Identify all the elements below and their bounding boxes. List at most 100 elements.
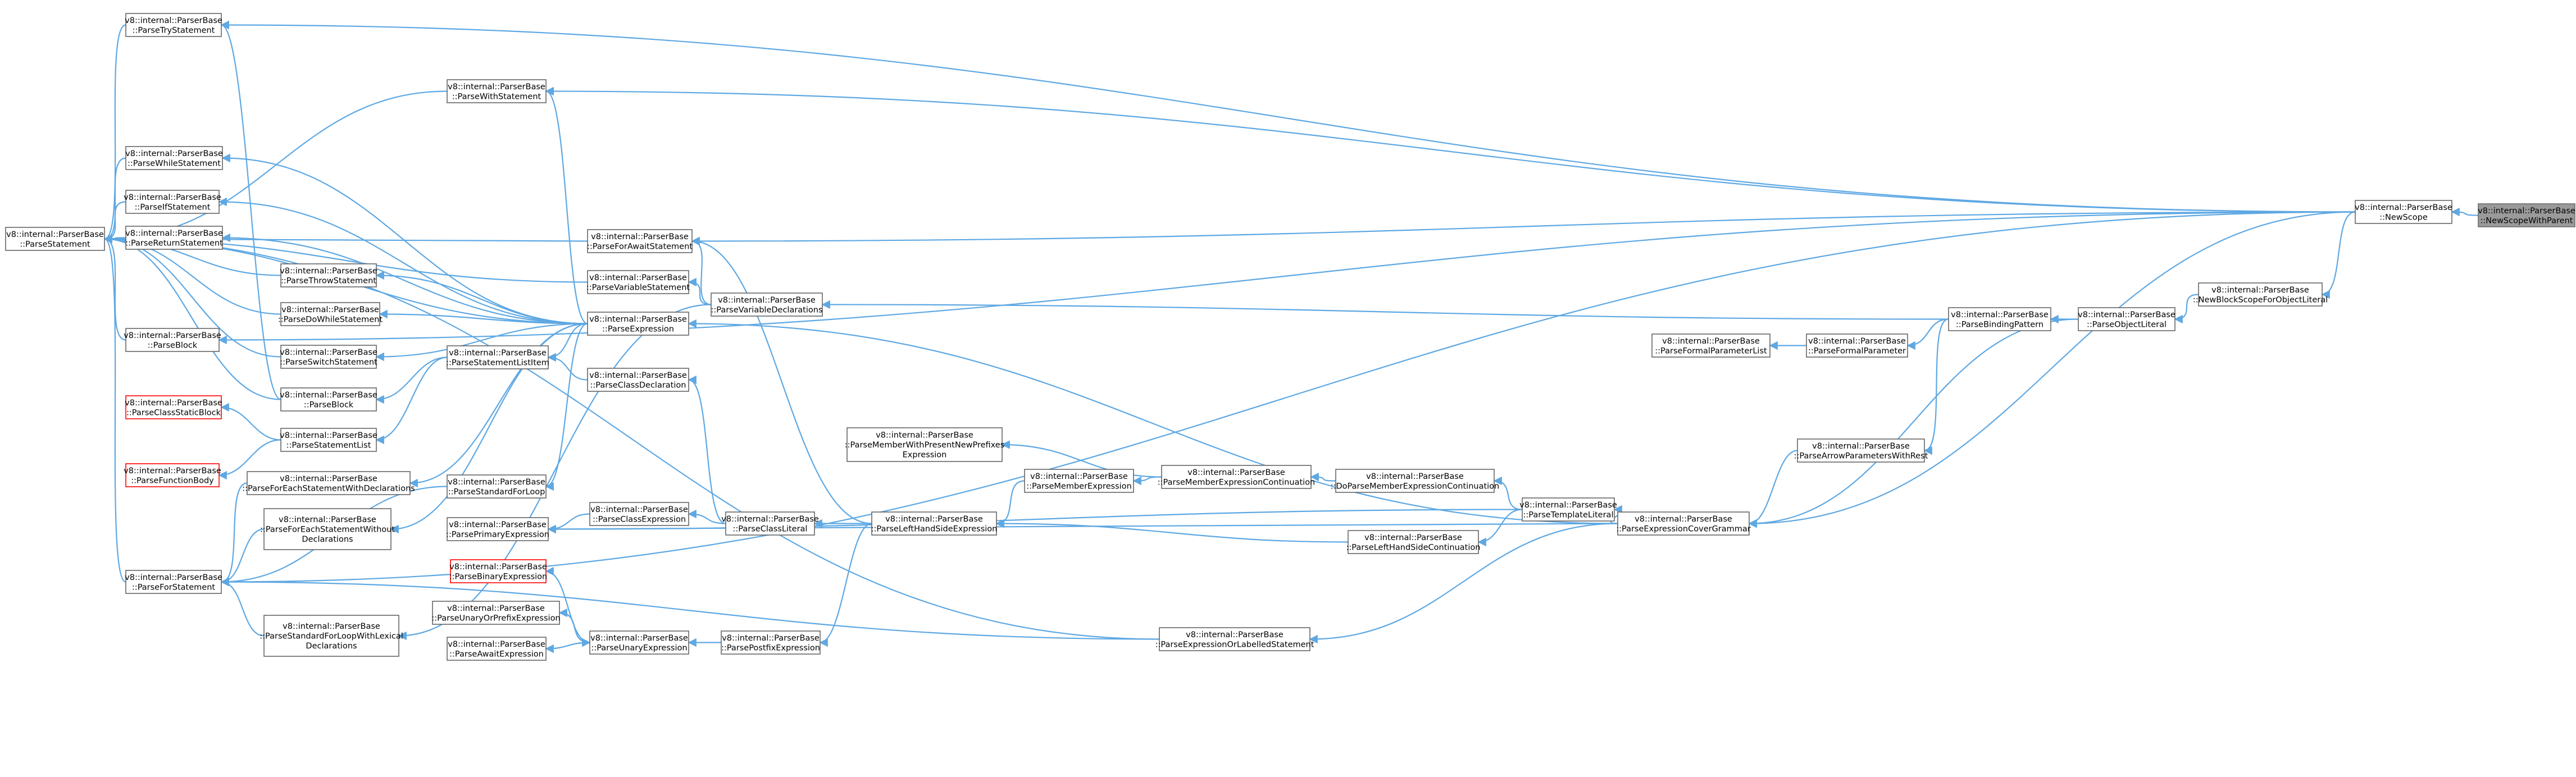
node-label-line: v8::internal::ParserBase [722, 634, 820, 643]
node-label-line: ::ParseStatementList [286, 441, 371, 450]
node-box [1159, 627, 1310, 651]
node-ParseStandardForLoopWithLexicalDeclarations[interactable]: v8::internal::ParserBase::ParseStandardF… [260, 615, 403, 657]
node-label-line: v8::internal::ParserBase [590, 634, 688, 643]
node-ParsePostfixExpression[interactable]: v8::internal::ParserBase::ParsePostfixEx… [721, 630, 821, 655]
node-ParseUnaryOrPrefixExpression[interactable]: v8::internal::ParserBase::ParseUnaryOrPr… [431, 601, 561, 625]
node-ParseExpression[interactable]: v8::internal::ParserBase::ParseExpressio… [587, 312, 689, 336]
node-ParseLeftHandSideContinuation[interactable]: v8::internal::ParserBase::ParseLeftHandS… [1346, 530, 1481, 554]
node-label-line: ::ParseWhileStatement [128, 159, 221, 168]
node-ParseReturnStatement[interactable]: v8::internal::ParserBase::ParseReturnSta… [125, 226, 223, 250]
node-label-line: v8::internal::ParserBase [1364, 533, 1462, 542]
node-ParseStatement[interactable]: v8::internal::ParserBase::ParseStatement [5, 227, 105, 251]
node-label-line: ::ParseExpressionOrLabelledStatement [1155, 640, 1314, 649]
node-ParseBindingPattern[interactable]: v8::internal::ParserBase::ParseBindingPa… [1948, 307, 2051, 331]
node-ParseDoWhileStatement[interactable]: v8::internal::ParserBase::ParseDoWhileSt… [278, 302, 383, 326]
node-label-line: v8::internal::ParserBase [589, 315, 687, 324]
node-ParseFormalParameter[interactable]: v8::internal::ParserBase::ParseFormalPar… [1806, 333, 1908, 358]
node-ParseStandardForLoop[interactable]: v8::internal::ParserBase::ParseStandardF… [447, 474, 547, 499]
node-ParseAwaitExpression[interactable]: v8::internal::ParserBase::ParseAwaitExpr… [447, 637, 547, 661]
node-ParseUnaryExpression[interactable]: v8::internal::ParserBase::ParseUnaryExpr… [589, 630, 689, 655]
node-ParseBinaryExpression[interactable]: v8::internal::ParserBase::ParseBinaryExp… [449, 559, 548, 583]
node-ParseLeftHandSideExpression[interactable]: v8::internal::ParserBase::ParseLeftHandS… [871, 511, 998, 536]
node-ParseObjectLiteral[interactable]: v8::internal::ParserBase::ParseObjectLit… [2078, 307, 2176, 331]
node-ParseStatementListItem[interactable]: v8::internal::ParserBase::ParseStatement… [446, 345, 549, 369]
edge-ParseStandardForLoop-to-ParseExpression [545, 323, 588, 491]
node-DoParseMemberExpressionContinuation[interactable]: v8::internal::ParserBase::DoParseMemberE… [1331, 469, 1500, 493]
edge-ParseExpressionCoverGrammar-to-ParseObjectLiteral [1748, 318, 2079, 528]
node-NewScopeWithParent[interactable]: v8::internal::ParserBase::NewScopeWithPa… [2478, 203, 2575, 227]
edge-ParsePostfixExpression-to-ParseLeftHandSideExpression [819, 523, 872, 647]
node-ParseSwitchStatement[interactable]: v8::internal::ParserBase::ParseSwitchSta… [280, 345, 377, 369]
node-label-line: ::ParseLeftHandSideContinuation [1346, 543, 1481, 552]
edge-ParseObjectLiteral-to-NewBlockScopeForObjectLiteral [2174, 294, 2199, 324]
node-ParseExpressionCoverGrammar[interactable]: v8::internal::ParserBase::ParseExpressio… [1616, 511, 1751, 536]
node-ParseWhileStatement[interactable]: v8::internal::ParserBase::ParseWhileStat… [125, 146, 223, 170]
node-ParseMemberExpressionContinuation[interactable]: v8::internal::ParserBase::ParseMemberExp… [1158, 465, 1315, 489]
node-box [125, 13, 222, 37]
node-label-line: ::ParseBlock [304, 400, 354, 409]
node-ParseWithStatement[interactable]: v8::internal::ParserBase::ParseWithState… [447, 79, 547, 103]
node-ParseBlock2[interactable]: v8::internal::ParserBase::ParseBlock [280, 387, 377, 412]
node-label-line: Declarations [302, 535, 353, 544]
node-box [263, 615, 399, 657]
node-label-line: v8::internal::ParserBase [2478, 207, 2575, 216]
node-ParseClassDeclaration[interactable]: v8::internal::ParserBase::ParseClassDecl… [587, 368, 689, 392]
node-label-line: v8::internal::ParserBase [2355, 203, 2452, 212]
node-ParseForEachStatementWithoutDeclarations[interactable]: v8::internal::ParserBase::ParseForEachSt… [260, 508, 395, 550]
node-ParseArrowParametersWithRest[interactable]: v8::internal::ParserBase::ParseArrowPara… [1794, 438, 1928, 463]
edge-ParseStatementListItem-to-ParseClassDeclaration [547, 353, 588, 381]
node-label-line: v8::internal::ParserBase [2078, 310, 2176, 319]
node-ParseTemplateLiteral[interactable]: v8::internal::ParserBase::ParseTemplateL… [1519, 497, 1617, 522]
node-ParseFormalParameterList[interactable]: v8::internal::ParserBase::ParseFormalPar… [1651, 333, 1771, 358]
node-label-line: v8::internal::ParserBase [281, 305, 379, 314]
node-ParseBlock1[interactable]: v8::internal::ParserBase::ParseBlock [124, 328, 221, 352]
node-label-line: ::ParseClassLiteral [733, 524, 808, 533]
node-ParseThrowStatement[interactable]: v8::internal::ParserBase::ParseThrowStat… [280, 263, 377, 287]
node-label-line: ::ParseUnaryExpression [591, 643, 687, 652]
node-label-line: ::ParseVariableDeclarations [711, 305, 822, 314]
node-ParseFunctionBody[interactable]: v8::internal::ParserBase::ParseFunctionB… [124, 463, 221, 487]
node-ParseTryStatement[interactable]: v8::internal::ParserBase::ParseTryStatem… [125, 13, 222, 37]
node-ParseClassStaticBlock[interactable]: v8::internal::ParserBase::ParseClassStat… [125, 395, 222, 419]
node-label-line: v8::internal::ParserBase [876, 431, 973, 440]
node-label-line: v8::internal::ParserBase [1030, 472, 1128, 481]
node-label-line: v8::internal::ParserBase [1187, 468, 1285, 477]
node-ParseClassLiteral[interactable]: v8::internal::ParserBase::ParseClassLite… [721, 511, 819, 536]
node-label-line: v8::internal::ParserBase [449, 563, 547, 572]
node-ParseForStatement[interactable]: v8::internal::ParserBase::ParseForStatem… [125, 570, 222, 594]
node-ParseIfStatement[interactable]: v8::internal::ParserBase::ParseIfStateme… [124, 190, 221, 214]
node-label-line: ::ParseThrowStatement [281, 276, 376, 285]
node-label-line: v8::internal::ParserBase [589, 371, 687, 380]
node-ParseMemberWithPresentNewPrefixesExpression[interactable]: v8::internal::ParserBase::ParseMemberWit… [845, 427, 1005, 462]
nodes-layer: v8::internal::ParserBase::NewScopeWithPa… [5, 13, 2575, 661]
node-box [5, 227, 105, 251]
node-label-line: ::ParseLeftHandSideExpression [871, 524, 998, 533]
node-label-line: ::ParseClassDeclaration [590, 381, 686, 390]
edge-ParseForStatement-to-ParseForEachStatementWithoutDeclarations [220, 528, 265, 587]
node-box [432, 601, 560, 625]
node-NewBlockScopeForObjectLiteral[interactable]: v8::internal::ParserBase::NewBlockScopeF… [2193, 282, 2328, 307]
node-ParsePrimaryExpression[interactable]: v8::internal::ParserBase::ParsePrimaryEx… [446, 517, 549, 541]
node-label-line: ::ParsePostfixExpression [721, 643, 820, 652]
node-box [280, 387, 377, 412]
node-box [447, 474, 547, 499]
node-ParseMemberExpression[interactable]: v8::internal::ParserBase::ParseMemberExp… [1024, 469, 1134, 493]
node-ParseClassExpression[interactable]: v8::internal::ParserBase::ParseClassExpr… [589, 502, 689, 526]
node-label-line: ::ParseBlock [148, 341, 198, 350]
edge-ParseMemberExpressionContinuation-to-DoParseMemberExpressionContinuation [1310, 472, 1336, 482]
node-box [1948, 307, 2051, 331]
edge-ParseUnaryExpression-to-ParseAwaitExpression [545, 638, 591, 650]
node-ParseVariableStatement[interactable]: v8::internal::ParserBase::ParseVariableS… [586, 270, 690, 294]
node-ParseForEachStatementWithDeclarations[interactable]: v8::internal::ParserBase::ParseForEachSt… [242, 471, 415, 495]
node-box [587, 312, 689, 336]
edge-ParseStatement-to-ParseForStatement [103, 235, 126, 583]
node-label-line: v8::internal::ParserBase [448, 640, 545, 649]
node-ParseVariableDeclarations[interactable]: v8::internal::ParserBase::ParseVariableD… [711, 292, 823, 317]
node-ParseExpressionOrLabelledStatement[interactable]: v8::internal::ParserBase::ParseExpressio… [1155, 627, 1314, 651]
node-NewScope[interactable]: v8::internal::ParserBase::NewScope [2355, 200, 2452, 224]
node-label-line: v8::internal::ParserBase [1808, 337, 1906, 346]
node-label-line: ::ParseStandardForLoopWithLexical [260, 632, 403, 641]
node-ParseStatementList[interactable]: v8::internal::ParserBase::ParseStatement… [280, 428, 377, 452]
node-label-line: ::ParseBinaryExpression [449, 572, 548, 581]
node-ParseForAwaitStatement[interactable]: v8::internal::ParserBase::ParseForAwaitS… [587, 229, 693, 253]
